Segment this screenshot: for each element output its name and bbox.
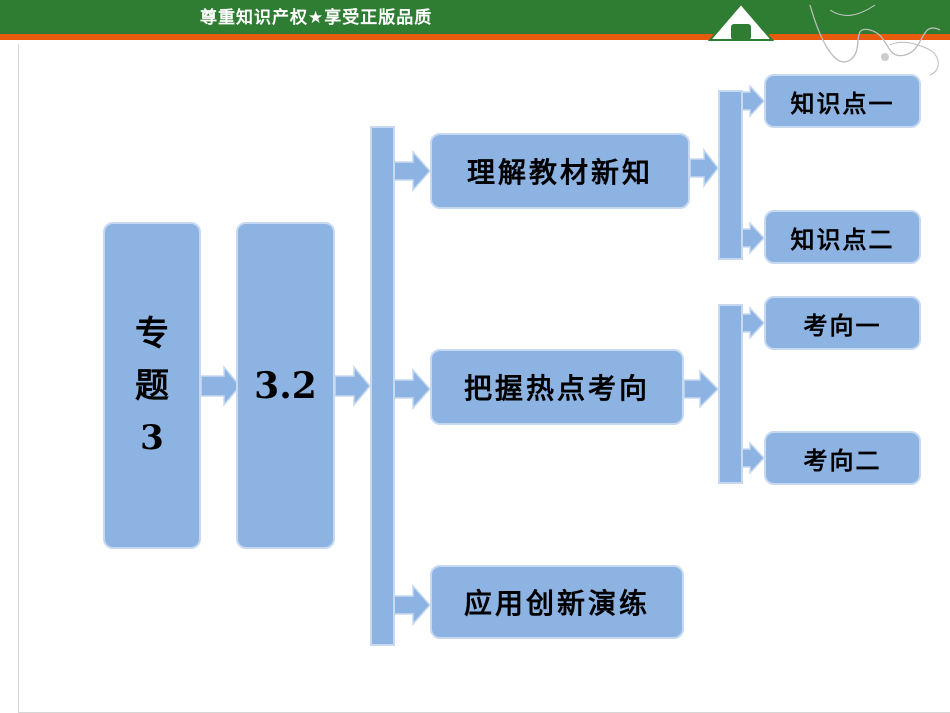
- node-label: 把握热点考向: [463, 372, 650, 405]
- node-label: 考向二: [803, 445, 882, 475]
- node-direction-1[interactable]: 考向一: [764, 296, 921, 350]
- node-label: 知识点一: [790, 88, 895, 118]
- arrow-right-icon: [393, 584, 432, 626]
- banner-stripe: [0, 34, 950, 40]
- node-label: 知识点二: [790, 224, 895, 254]
- node-understand-textbook[interactable]: 理解教材新知: [430, 133, 690, 209]
- node-label: 考向一: [803, 310, 882, 340]
- arrow-right-icon: [393, 368, 432, 410]
- topic-box[interactable]: 专 题 3: [103, 222, 201, 549]
- section-label: 3.2: [254, 364, 317, 407]
- bracket-bar-main: [370, 126, 395, 646]
- topic-char: 专: [135, 313, 169, 354]
- logo-icon: [707, 2, 775, 41]
- arrow-right-icon: [689, 147, 719, 189]
- arrow-right-icon: [334, 364, 371, 408]
- topic-char: 题: [135, 365, 169, 406]
- arrow-right-icon: [393, 150, 432, 192]
- node-label: 应用创新演练: [463, 587, 650, 620]
- node-applied-practice[interactable]: 应用创新演练: [430, 565, 684, 639]
- decorative-swirl-icon: [809, 4, 941, 76]
- arrow-right-icon: [683, 369, 720, 409]
- arrow-right-icon: [200, 364, 241, 408]
- node-label: 理解教材新知: [466, 156, 653, 189]
- bracket-bar-knowledge: [718, 90, 743, 260]
- arrow-right-icon: [741, 221, 766, 255]
- node-hot-topics[interactable]: 把握热点考向: [430, 349, 684, 425]
- section-box[interactable]: 3.2: [236, 222, 335, 549]
- node-knowledge-point-2[interactable]: 知识点二: [764, 210, 921, 264]
- node-direction-2[interactable]: 考向二: [764, 431, 921, 485]
- top-banner: [0, 0, 950, 40]
- arrow-right-icon: [741, 84, 766, 118]
- banner-text: 尊重知识产权★享受正版品质: [200, 8, 433, 28]
- node-knowledge-point-1[interactable]: 知识点一: [764, 74, 921, 128]
- bracket-bar-hotspot: [718, 304, 743, 484]
- arrow-right-icon: [741, 306, 766, 340]
- topic-char: 3: [140, 417, 164, 458]
- arrow-right-icon: [741, 441, 766, 475]
